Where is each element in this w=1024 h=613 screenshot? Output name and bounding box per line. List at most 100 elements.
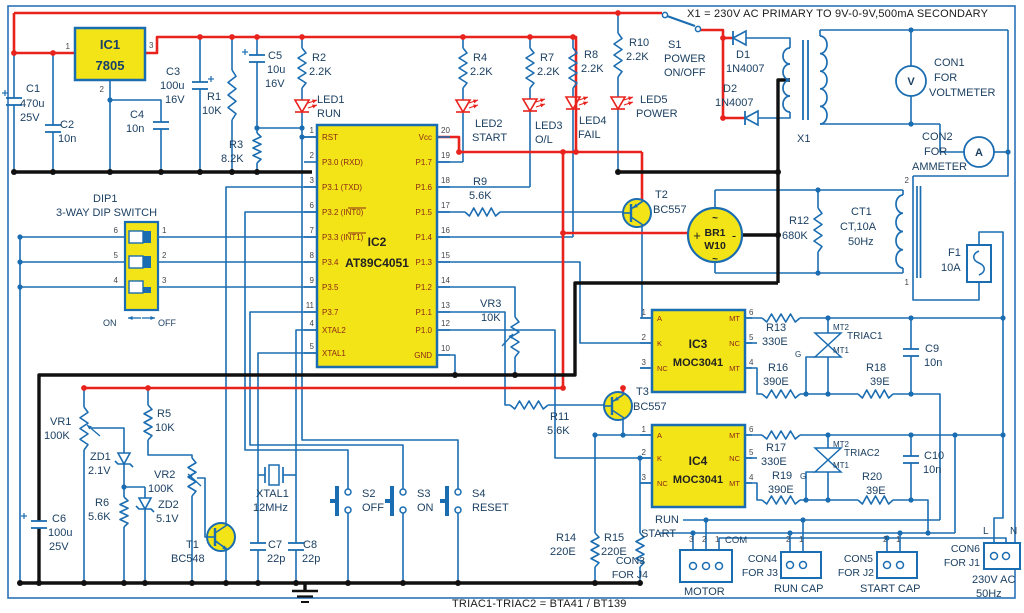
label-con-c6-3: 50Hz: [976, 588, 1002, 600]
wire: [437, 329, 652, 459]
s3-button: [399, 506, 407, 514]
label-met-con1-1: FOR: [934, 72, 957, 84]
label-con-c4-3: 2: [786, 535, 791, 544]
label-pot-VR2-1: 100K: [148, 483, 174, 495]
junction-node: [560, 149, 566, 155]
ic4-part: MOC3041: [673, 474, 723, 486]
label-cap-C3-2: 16V: [165, 94, 185, 106]
junction-node: [81, 385, 87, 391]
ic4-chip: [650, 423, 747, 509]
arrow-head: [312, 104, 317, 109]
junction-node: [908, 432, 914, 438]
label-met-con2-1: FOR: [924, 146, 947, 158]
wire: [911, 393, 941, 520]
junction-node: [400, 580, 406, 586]
junction-node: [825, 497, 831, 503]
label-sw-S4-0: S4: [472, 488, 485, 500]
resistor-r13: [761, 313, 801, 323]
resistor-r3: [252, 132, 262, 164]
label-res-R12-0: R12: [789, 215, 809, 227]
label-con-c5-3: 2: [883, 535, 888, 544]
label-pot-VR3-0: VR3: [480, 298, 501, 310]
crystal: [268, 464, 280, 486]
label-res-R11-0: R11: [550, 411, 569, 423]
ic3-pin-label: NC: [657, 364, 668, 373]
ic3-pin-number: 6: [749, 308, 754, 317]
ic4-pin-label: NC: [657, 479, 668, 488]
label-br-ac: ~: [712, 254, 718, 265]
ic4-pin-label: NC: [729, 454, 740, 463]
junction-node: [560, 385, 566, 391]
label-pot-VR1-1: 100K: [44, 430, 70, 442]
label-led-LED2-0: LED2: [475, 118, 503, 130]
label-con-c3-0: CON3: [616, 555, 645, 567]
wire: [147, 440, 193, 458]
label-con-c3-4: 2: [702, 535, 707, 544]
label-res-R1-1: 10K: [202, 105, 222, 117]
wire: [295, 329, 317, 543]
label-ct-ref: CT1: [851, 206, 872, 218]
resistor-r10: [613, 32, 623, 78]
label-res-R6-0: R6: [95, 497, 109, 509]
junction-node: [452, 372, 458, 378]
label-dio-D1-1: 1N4007: [726, 63, 765, 75]
ic2-pin-number: 11: [306, 301, 315, 310]
junction-node: [925, 530, 931, 536]
con3-motor-pin: [714, 561, 724, 571]
label-pot-VR2-0: VR2: [154, 469, 175, 481]
junction-node: [573, 149, 579, 155]
transistor-t3: [611, 409, 625, 419]
junction-node: [800, 517, 806, 523]
label-cap-C7-1: 22p: [267, 553, 285, 565]
junction-node: [815, 270, 821, 276]
ic2-pin-number: 4: [310, 319, 315, 328]
con6-mains-pin: [989, 551, 999, 561]
arrow-head: [473, 99, 478, 104]
ic2-pin-number: 16: [441, 226, 450, 235]
label-dio-D2-0: D2: [723, 83, 737, 95]
ic2-pin-label: P1.3: [416, 258, 433, 267]
diode-d2: [743, 109, 759, 127]
label-dip-right-2: 3: [162, 276, 167, 285]
ic2-pin-label: P3.4: [322, 258, 339, 267]
ic3-ref: IC3: [689, 337, 708, 351]
dip-actuator: [143, 256, 151, 268]
junction-node: [299, 125, 305, 131]
junction-node: [952, 432, 958, 438]
label-con-c6-4: L: [983, 526, 989, 537]
label-con-c6-0: CON6: [951, 543, 980, 555]
junction-node: [592, 580, 598, 586]
label-res-R17-0: R17: [766, 442, 786, 454]
label-cap-C6-0: C6: [52, 513, 66, 525]
ic3-pin-label: NC: [729, 339, 740, 348]
label-res-R8-0: R8: [584, 49, 598, 61]
ic2-pin-number: 8: [310, 251, 315, 260]
junction-node: [570, 34, 576, 40]
label-ic1-p1: 1: [66, 42, 71, 51]
label-cap-C2-1: 10n: [58, 133, 76, 145]
dip-actuator: [128, 255, 144, 269]
label-dip-right-0: 1: [162, 226, 167, 235]
con5-startcap-pin: [882, 560, 892, 570]
label-res-R19-0: R19: [772, 470, 792, 482]
voltmeter: [895, 65, 927, 97]
ic2-pin-label: P3.1 (TXD): [322, 183, 362, 192]
label-sw-S1-2: ON/OFF: [664, 67, 706, 79]
junction-node: [690, 530, 696, 536]
label-res-R5-1: 10K: [155, 422, 175, 434]
junction-node: [592, 432, 598, 438]
junction-node: [720, 35, 726, 41]
label-zd-ZD1-1: 2.1V: [88, 465, 111, 477]
junction-node: [908, 315, 914, 321]
label-ct-p1: 1: [905, 278, 910, 287]
ic2-pin-label: P3.5: [322, 283, 339, 292]
label-res-R10-0: R10: [629, 37, 649, 49]
ic2-pin-label: P3.7: [322, 308, 339, 317]
ic2-pin-label: P3.3 (INT1): [322, 233, 364, 242]
ic4-pin-label: A: [657, 431, 662, 440]
label-ic1-p3: 3: [149, 41, 154, 50]
junction-node: [197, 169, 203, 175]
junction-node: [229, 169, 235, 175]
label-res-R18-1: 39E: [870, 376, 890, 388]
